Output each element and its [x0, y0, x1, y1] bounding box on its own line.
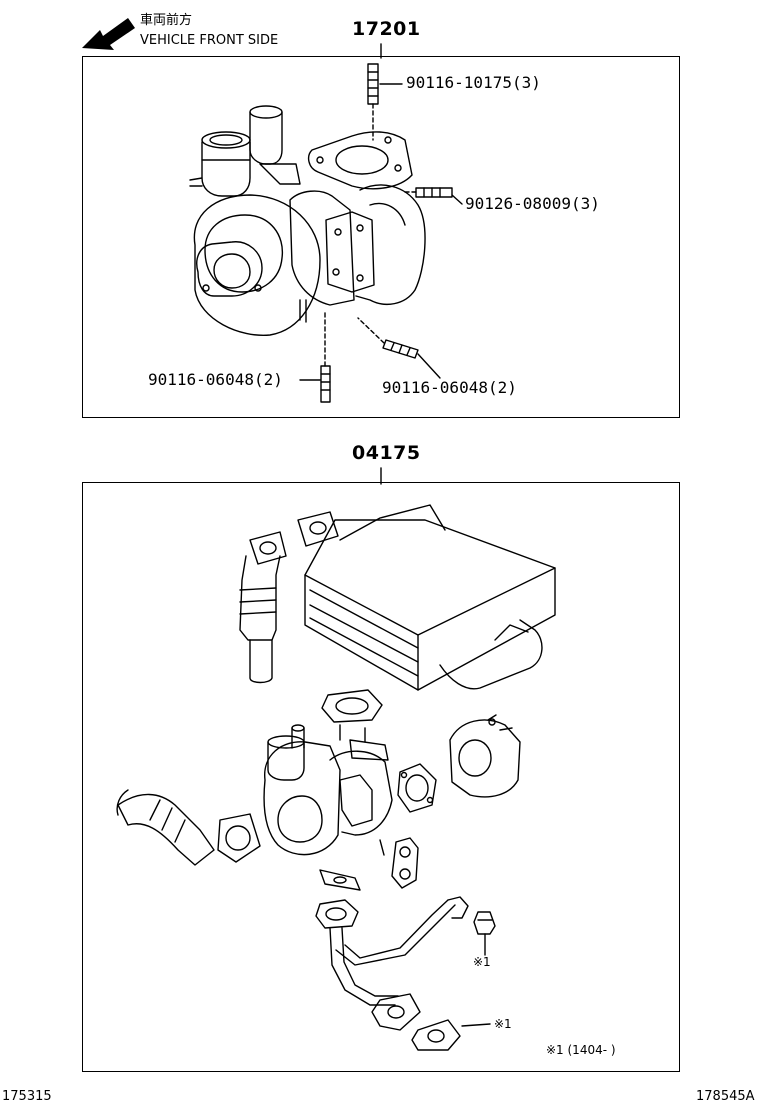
callout-stud-top: 90116-10175(3) [406, 73, 541, 92]
ref-code-left: 175315 [2, 1089, 52, 1104]
ref-code-right: 178545A [696, 1089, 755, 1104]
callout-stud-right: 90126-08009(3) [465, 194, 600, 213]
front-label-jp: 車両前方 [140, 13, 193, 28]
part-number-kit: 04175 [352, 442, 421, 464]
marker-label-union: ※1 [473, 955, 491, 969]
footnote: ※1 (1404- ) [546, 1043, 616, 1057]
marker-label-gasket: ※1 [494, 1017, 512, 1031]
part-number-turbo: 17201 [352, 18, 421, 40]
callout-stud-bottom-right: 90116-06048(2) [382, 378, 517, 397]
callout-stud-bottom-left: 90116-06048(2) [148, 370, 283, 389]
front-label-en: VEHICLE FRONT SIDE [140, 33, 279, 48]
arrow-icon [82, 18, 135, 50]
